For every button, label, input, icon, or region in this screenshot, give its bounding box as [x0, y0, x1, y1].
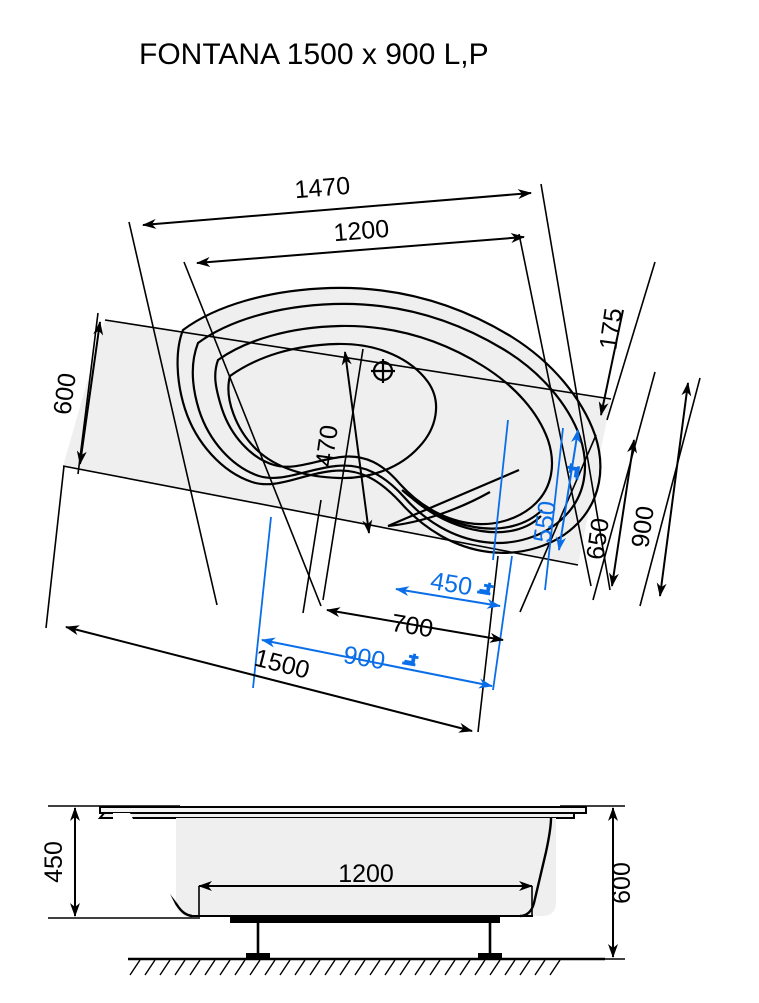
dim-550-label: 550: [528, 499, 562, 544]
dim-600-elevation: 600: [608, 807, 636, 958]
dim-1200-plan: 1200: [196, 215, 525, 267]
dim-1470: 1470: [142, 172, 532, 229]
elevation-view: 450 1200 600: [40, 805, 636, 976]
faucet-icon: [477, 581, 495, 596]
dim-450-label: 450: [428, 567, 474, 601]
dim-175-label: 175: [594, 306, 628, 351]
dim-1200-plan-label: 1200: [332, 215, 390, 247]
dim-700-label: 700: [389, 609, 435, 643]
tub-plan-body: [63, 286, 611, 565]
page-title: FONTANA 1500 x 900 L,P: [139, 38, 489, 71]
dim-450: 450: [395, 567, 501, 609]
elevation-projection-lines: [48, 805, 625, 960]
dim-550: 550: [528, 429, 581, 551]
dim-1200-elevation: 1200: [198, 860, 533, 916]
hatched-ground-line: [128, 957, 605, 976]
dim-1500-label: 1500: [252, 644, 313, 685]
leg-right: [478, 923, 502, 959]
dim-650-label: 650: [581, 516, 615, 561]
dim-900-right-label: 900: [626, 504, 660, 549]
faucet-icon: [402, 652, 420, 667]
leg-left: [246, 923, 270, 959]
dim-470: 470: [310, 351, 373, 534]
dim-650: 650: [581, 439, 638, 587]
dim-600-elevation-label: 600: [608, 862, 636, 904]
dim-450-elevation: 450: [40, 807, 80, 917]
dim-1200-elevation-label: 1200: [338, 860, 394, 888]
dim-1470-label: 1470: [293, 172, 351, 204]
dim-470-label: 470: [310, 423, 344, 468]
base-rail: [230, 915, 500, 923]
dim-175: 175: [594, 306, 628, 416]
dim-900-bottom-label: 900: [341, 641, 387, 675]
plan-view: 1470 1200 600 470 175 550: [45, 172, 701, 733]
dim-600-left: 600: [48, 321, 104, 465]
dim-1500: 1500: [65, 625, 473, 733]
dim-600-left-label: 600: [48, 371, 82, 416]
dim-700: 700: [326, 607, 504, 643]
dim-900-right: 900: [626, 382, 692, 597]
tub-elevation-body: [97, 806, 587, 918]
dim-450-elevation-label: 450: [40, 841, 68, 883]
